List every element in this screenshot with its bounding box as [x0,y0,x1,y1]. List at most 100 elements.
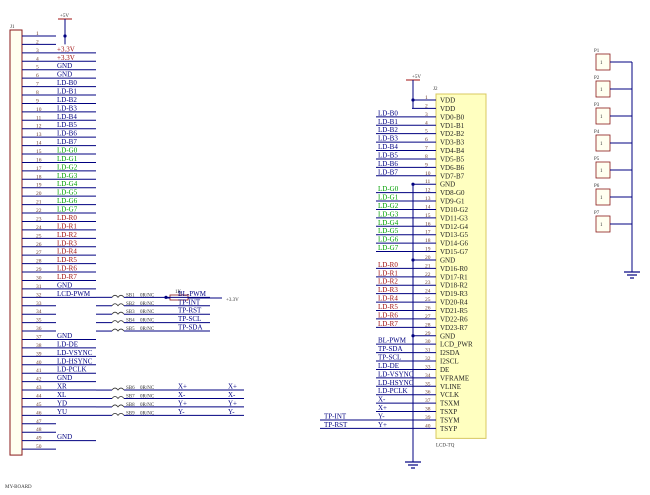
j2-pin-name: VD5-B5 [440,155,465,163]
j2-net-label: LD-B5 [378,151,398,159]
j2-pin-name: VD1-B1 [440,122,465,130]
j1-net-label: LD-G3 [57,172,78,180]
j2-net-label: LD-G7 [378,244,399,252]
j1-net-label: LD-G4 [57,180,78,188]
solder-bridge-value: 0R/NC [140,411,155,416]
j2-net-label: LD-B2 [378,126,398,134]
j2-pin-number: 38 [425,407,431,413]
j1-pin-number: 24 [36,225,42,231]
j2-net-label: LD-B4 [378,143,398,151]
j1-net-label: GND [57,332,72,340]
j1-net-label: LD-R2 [57,231,77,239]
j2-pin-number: 36 [425,390,431,396]
j1-pin-number: 14 [36,141,42,147]
j2-pin-number: 11 [425,179,431,185]
sb-net-label: X+ [178,383,187,391]
j1-net-label: +3.3V [57,45,75,53]
j1-pin-number: 36 [36,326,42,332]
j2-pin-name: VCLK [440,391,459,399]
j1-pin-number: 8 [36,90,39,96]
j2-net-label: LD-R5 [378,303,398,311]
j2-pin-name: VD0-B0 [440,113,465,121]
j1-pin-number: 45 [36,402,42,408]
solder-bridge-value: 0R/NC [140,302,155,307]
j2-pin-number: 6 [425,137,428,143]
sb-net-label: TP-SCL [178,315,201,323]
solder-bridge-symbol [111,320,125,324]
j1-pin-number: 39 [36,351,42,357]
test-point-pin: 1 [600,169,603,174]
j2-pin-name: VD21-R5 [440,307,468,315]
j2-net-label: LD-G1 [378,194,399,202]
j2-pin-name: DE [440,366,449,374]
solder-bridge-symbol [111,412,125,417]
j1-net-label: LD-G0 [57,147,78,155]
solder-bridge-symbol [111,311,125,315]
test-point-pin: 1 [600,88,603,93]
j2-net-label: LD-G6 [378,236,399,244]
j2-pin-name: GND [440,181,455,189]
j2-pin-number: 4 [425,120,428,126]
test-point-body [595,215,611,233]
test-point-pin: 1 [600,223,603,228]
sb-net-label: Y- [178,408,185,416]
j2-net-label: X- [378,396,386,404]
j1-pin-number: 35 [36,318,42,324]
j1-net-label: GND [57,433,72,441]
j1-net-label: LD-B5 [57,121,77,129]
j1-pin-number: 29 [36,267,42,273]
j1-net-label: LD-B4 [57,113,77,121]
j2-pin-number: 26 [425,306,431,312]
j2-net-label: LD-R2 [378,278,398,286]
j1-net-label: YD [57,399,67,407]
j2-net-label: LD-R4 [378,295,398,303]
solder-bridge-symbol [111,387,125,391]
j2-pin-name: VD17-R1 [440,273,468,281]
j2-ref: J2 [433,87,438,92]
j2-pin-number: 25 [425,297,431,303]
test-point-ref: P6 [594,184,600,189]
j2-pin-number: 7 [425,146,428,152]
j2-pin-number: 32 [425,356,431,362]
sb-net-label: BL-PWM [178,290,207,298]
j1-pin-number: 10 [36,107,42,113]
board-name: MY-BOARD [5,485,32,490]
j1-pin-number: 26 [36,242,42,248]
j1-net-label: LD-B7 [57,138,77,146]
j2-pin-number: 19 [425,247,431,253]
j1-net-label: LD-R7 [57,273,77,281]
j2-pin-name: VD15-G7 [440,248,468,256]
j2-pin-number: 20 [425,255,431,261]
j2-pin-name: VD4-B4 [440,147,465,155]
j1-pin-number: 42 [36,377,42,383]
j1-pin-number: 34 [36,309,42,315]
j1-net-label: LD-G6 [57,197,78,205]
j1-pin-number: 5 [36,65,39,71]
solder-bridge-value: 0R/NC [140,327,155,332]
j1-pin-number: 27 [36,250,42,256]
test-point-body [595,188,611,206]
j1-pin-number: 20 [36,191,42,197]
j2-pin-number: 31 [425,348,431,354]
pullup-value: 1K [175,290,182,295]
j2-pin-name: VD19-R3 [440,290,468,298]
j1-net-label: +3.3V [57,54,75,62]
j2-net-label: LD-B1 [378,118,398,126]
j1-net-label: LD-R3 [57,239,77,247]
sb-net-label: TP-INT [178,298,201,306]
j1-net-label: LD-R4 [57,248,77,256]
solder-bridge-value: 0R/NC [140,319,155,324]
test-point-body [595,107,611,125]
j2-net-label: LD-G4 [378,219,399,227]
j1-pin-number: 25 [36,233,42,239]
j2-net-label: LD-VSYNC [378,370,414,378]
sb-net-label: TP-RST [178,307,202,315]
j2-net-label: LD-G2 [378,202,399,210]
j2-pin-number: 12 [425,188,431,194]
solder-bridge-value: 0R/NC [140,310,155,315]
j1-net-label: LD-G7 [57,206,78,214]
j1-pin-number: 38 [36,343,42,349]
j2-pin-number: 35 [425,381,431,387]
solder-bridge-ref: SB3 [126,310,135,315]
